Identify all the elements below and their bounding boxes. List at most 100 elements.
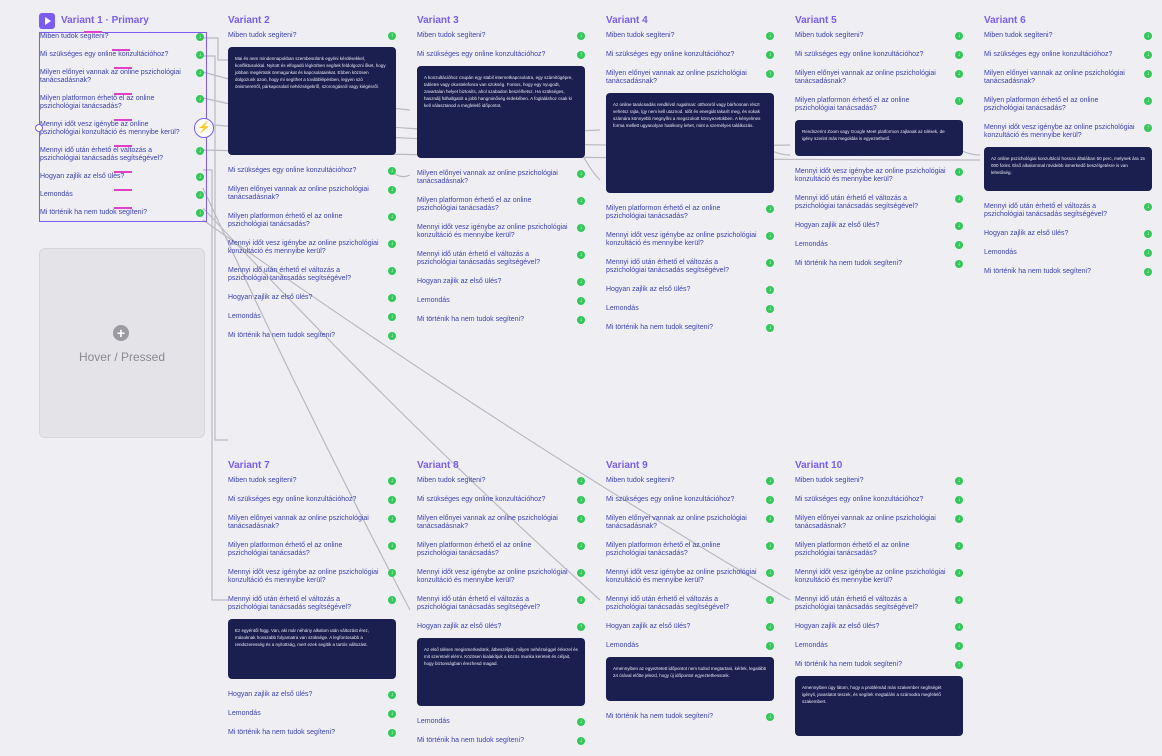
faq-item-8[interactable]: Lemondás↓ — [40, 189, 204, 199]
faq-item-2[interactable]: Mi szükséges egy online konzultációhoz?↓ — [795, 496, 963, 504]
faq-item-1[interactable]: Miben tudok segíteni?↑ — [228, 32, 396, 40]
faq-item-2[interactable]: Mi szükséges egy online konzultációhoz?↓ — [228, 496, 396, 504]
faq-item-6[interactable]: Mennyi idő után érhető el változás a psz… — [228, 596, 396, 612]
faq-item-4[interactable]: Milyen platformon érhető el az online ps… — [417, 197, 585, 213]
faq-item-8[interactable]: Lemondás↓ — [795, 241, 963, 249]
interaction-bolt-icon[interactable]: ⚡ — [194, 118, 214, 138]
faq-item-7[interactable]: Hogyan zajlik az első ülés?↓ — [228, 294, 396, 302]
faq-item-3[interactable]: Milyen előnyei vannak az online pszichol… — [40, 67, 204, 85]
faq-item-9[interactable]: Mi történik ha nem tudok segíteni?↓ — [228, 332, 396, 340]
faq-item-7[interactable]: Hogyan zajlik az első ülés?↓ — [40, 171, 204, 181]
faq-item-4[interactable]: Milyen platformon érhető el az online ps… — [606, 205, 774, 221]
faq-item-3[interactable]: Milyen előnyei vannak az online pszichol… — [795, 70, 963, 86]
faq-item-6[interactable]: Mennyi idő után érhető el változás a psz… — [417, 596, 585, 612]
faq-item-5[interactable]: Mennyi időt vesz igénybe az online pszic… — [40, 119, 204, 137]
faq-item-7[interactable]: Hogyan zajlik az első ülés?↓ — [417, 278, 585, 286]
faq-item-8[interactable]: Lemondás↓ — [606, 305, 774, 313]
faq-item-8[interactable]: Lemondás↓ — [795, 642, 963, 650]
faq-item-6[interactable]: Mennyi idő után érhető el változás a psz… — [228, 267, 396, 283]
faq-item-4[interactable]: Milyen platformon érhető el az online ps… — [417, 542, 585, 558]
faq-item-3[interactable]: Milyen előnyei vannak az online pszichol… — [228, 515, 396, 531]
play-icon[interactable] — [39, 13, 55, 29]
faq-item-4[interactable]: Milyen platformon érhető el az online ps… — [40, 93, 204, 111]
faq-item-8[interactable]: Lemondás↓ — [984, 249, 1152, 257]
connector-node[interactable] — [35, 124, 43, 132]
faq-item-3[interactable]: Milyen előnyei vannak az online pszichol… — [606, 70, 774, 86]
faq-item-5[interactable]: Mennyi időt vesz igénybe az online pszic… — [417, 569, 585, 585]
faq-item-7[interactable]: Hogyan zajlik az első ülés?↓ — [606, 623, 774, 631]
faq-item-2[interactable]: Mi szükséges egy online konzultációhoz?↓ — [606, 51, 774, 59]
faq-item-3[interactable]: Milyen előnyei vannak az online pszichol… — [984, 70, 1152, 86]
hover-pressed-placeholder[interactable]: + Hover / Pressed — [39, 248, 205, 438]
faq-item-9[interactable]: Mi történik ha nem tudok segíteni?↓ — [606, 324, 774, 332]
faq-item-7[interactable]: Hogyan zajlik az első ülés?↓ — [984, 230, 1152, 238]
faq-item-7[interactable]: Hogyan zajlik az első ülés?↑ — [417, 623, 585, 631]
faq-item-2[interactable]: Mi szükséges egy online konzultációhoz?↓ — [228, 167, 396, 175]
faq-item-2[interactable]: Mi szükséges egy online konzultációhoz?↑ — [417, 51, 585, 59]
faq-item-8[interactable]: Lemondás↓ — [417, 718, 585, 726]
faq-item-6[interactable]: Mennyi idő után érhető el változás a psz… — [795, 195, 963, 211]
faq-item-8[interactable]: Lemondás↓ — [228, 710, 396, 718]
faq-item-1[interactable]: Miben tudok segíteni?↓ — [40, 31, 204, 41]
faq-item-9[interactable]: Mi történik ha nem tudok segíteni?↓ — [417, 737, 585, 745]
faq-item-2[interactable]: Mi szükséges egy online konzultációhoz?↓ — [40, 49, 204, 59]
faq-item-1[interactable]: Miben tudok segíteni?↓ — [795, 477, 963, 485]
faq-item-8[interactable]: Lemondás↓ — [228, 313, 396, 321]
faq-item-8[interactable]: Lemondás↑ — [606, 642, 774, 650]
faq-item-5[interactable]: Mennyi időt vesz igénybe az online pszic… — [606, 232, 774, 248]
faq-item-4[interactable]: Milyen platformon érhető el az online ps… — [606, 542, 774, 558]
faq-item-8[interactable]: Lemondás↓ — [417, 297, 585, 305]
faq-item-2[interactable]: Mi szükséges egy online konzultációhoz?↓ — [984, 51, 1152, 59]
faq-item-1[interactable]: Miben tudok segíteni?↓ — [228, 477, 396, 485]
arrow-up-icon: ↑ — [955, 661, 963, 669]
faq-item-1[interactable]: Miben tudok segíteni?↓ — [606, 477, 774, 485]
faq-item-5[interactable]: Mennyi időt vesz igénybe az online pszic… — [795, 569, 963, 585]
faq-item-2[interactable]: Mi szükséges egy online konzultációhoz?↓ — [606, 496, 774, 504]
faq-item-1[interactable]: Miben tudok segíteni?↓ — [417, 477, 585, 485]
faq-item-7[interactable]: Hogyan zajlik az első ülés?↓ — [228, 691, 396, 699]
faq-item-1[interactable]: Miben tudok segíteni?↓ — [606, 32, 774, 40]
faq-item-4[interactable]: Milyen platformon érhető el az online ps… — [795, 542, 963, 558]
faq-item-3[interactable]: Milyen előnyei vannak az online pszichol… — [606, 515, 774, 531]
faq-item-9[interactable]: Mi történik ha nem tudok segíteni?↑ — [795, 661, 963, 669]
faq-item-6[interactable]: Mennyi idő után érhető el változás a psz… — [606, 596, 774, 612]
faq-item-3[interactable]: Milyen előnyei vannak az online pszichol… — [417, 515, 585, 531]
faq-item-3[interactable]: Milyen előnyei vannak az online pszichol… — [417, 170, 585, 186]
faq-item-2[interactable]: Mi szükséges egy online konzultációhoz?↓ — [417, 496, 585, 504]
faq-item-7[interactable]: Hogyan zajlik az első ülés?↓ — [795, 623, 963, 631]
faq-item-9[interactable]: Mi történik ha nem tudok segíteni?↓ — [228, 729, 396, 737]
faq-item-3[interactable]: Milyen előnyei vannak az online pszichol… — [795, 515, 963, 531]
faq-item-9[interactable]: Mi történik ha nem tudok segíteni?↓ — [606, 713, 774, 721]
faq-item-7[interactable]: Hogyan zajlik az első ülés?↓ — [795, 222, 963, 230]
faq-item-5[interactable]: Mennyi időt vesz igénybe az online pszic… — [228, 240, 396, 256]
faq-item-4[interactable]: Milyen platformon érhető el az online ps… — [984, 97, 1152, 113]
faq-item-1[interactable]: Miben tudok segíteni?↓ — [417, 32, 585, 40]
faq-item-1[interactable]: Miben tudok segíteni?↓ — [795, 32, 963, 40]
faq-item-4[interactable]: Milyen platformon érhető el az online ps… — [228, 542, 396, 558]
faq-item-6[interactable]: Mennyi idő után érhető el változás a psz… — [40, 145, 204, 163]
faq-item-1[interactable]: Miben tudok segíteni?↓ — [984, 32, 1152, 40]
faq-item-9[interactable]: Mi történik ha nem tudok segíteni?↓ — [984, 268, 1152, 276]
faq-item-9[interactable]: Mi történik ha nem tudok segíteni?↓ — [795, 260, 963, 268]
arrow-down-icon: ↓ — [1144, 249, 1152, 257]
faq-item-6[interactable]: Mennyi idő után érhető el változás a psz… — [984, 203, 1152, 219]
arrow-down-icon: ↓ — [388, 691, 396, 699]
faq-item-6[interactable]: Mennyi idő után érhető el változás a psz… — [795, 596, 963, 612]
faq-item-5[interactable]: Mennyi időt vesz igénybe az online pszic… — [228, 569, 396, 585]
faq-item-9[interactable]: Mi történik ha nem tudok segíteni?↓ — [417, 316, 585, 324]
faq-question: Mennyi időt vesz igénybe az online pszic… — [606, 232, 757, 247]
faq-item-6[interactable]: Mennyi idő után érhető el változás a psz… — [417, 251, 585, 267]
faq-item-4[interactable]: Milyen platformon érhető el az online ps… — [795, 97, 963, 113]
faq-item-4[interactable]: Milyen platformon érhető el az online ps… — [228, 213, 396, 229]
arrow-down-icon: ↓ — [196, 209, 204, 217]
faq-item-5[interactable]: Mennyi időt vesz igénybe az online pszic… — [417, 224, 585, 240]
faq-item-2[interactable]: Mi szükséges egy online konzultációhoz?↓ — [795, 51, 963, 59]
faq-item-6[interactable]: Mennyi idő után érhető el változás a psz… — [606, 259, 774, 275]
plus-icon[interactable]: + — [113, 325, 129, 341]
faq-item-5[interactable]: Mennyi időt vesz igénybe az online pszic… — [984, 124, 1152, 140]
faq-item-5[interactable]: Mennyi időt vesz igénybe az online pszic… — [795, 168, 963, 184]
faq-item-7[interactable]: Hogyan zajlik az első ülés?↓ — [606, 286, 774, 294]
faq-item-5[interactable]: Mennyi időt vesz igénybe az online pszic… — [606, 569, 774, 585]
faq-item-3[interactable]: Milyen előnyei vannak az online pszichol… — [228, 186, 396, 202]
faq-item-9[interactable]: Mi történik ha nem tudok segíteni?↓ — [40, 207, 204, 217]
